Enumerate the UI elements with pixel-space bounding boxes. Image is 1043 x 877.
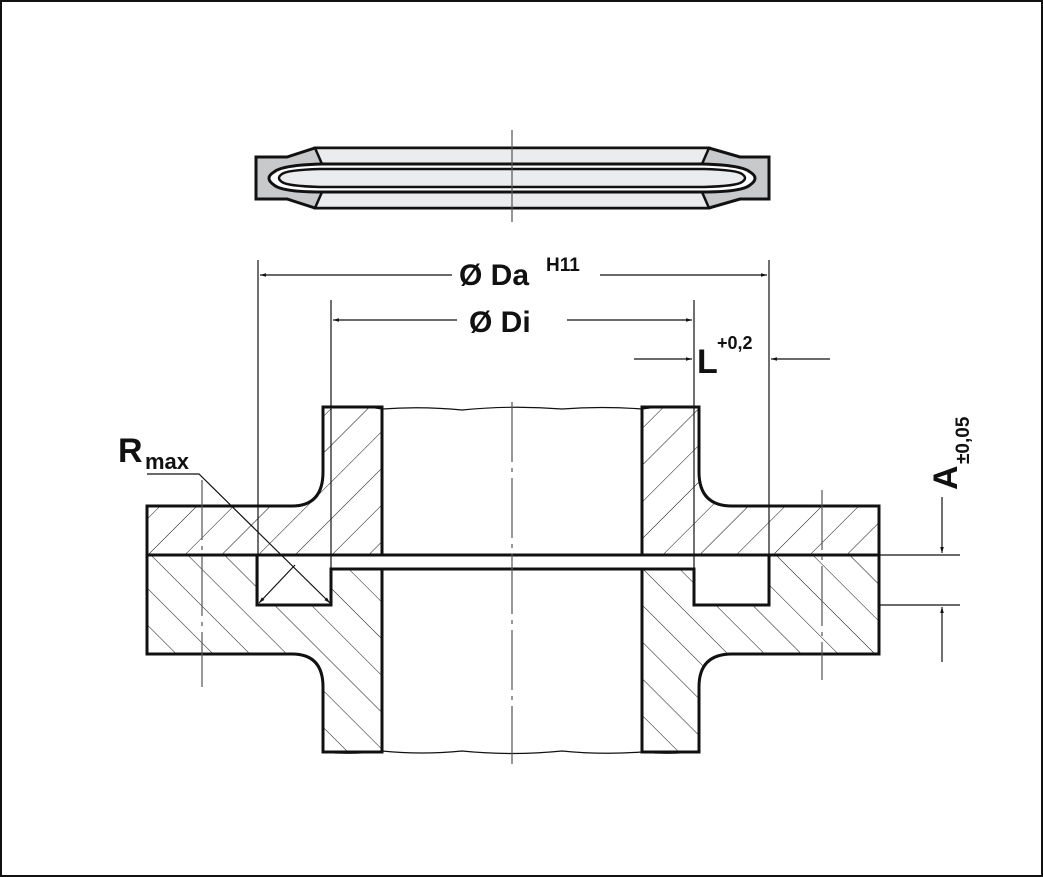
label-radius-subscript: max [145,449,190,474]
label-radius: R [118,432,143,470]
label-outer-diameter: Ø Da [459,259,529,292]
flange-section [145,402,881,764]
label-inner-diameter: Ø Di [469,306,531,339]
label-groove-length: L [697,343,718,381]
label-outer-diameter-tolerance: H11 [546,255,580,276]
label-groove-depth-tolerance: ±0,05 [953,416,974,464]
dimension-lines [147,260,960,662]
label-groove-length-tolerance: +0,2 [717,333,753,353]
seal-profile [254,130,771,222]
label-groove-depth: A [927,465,965,490]
